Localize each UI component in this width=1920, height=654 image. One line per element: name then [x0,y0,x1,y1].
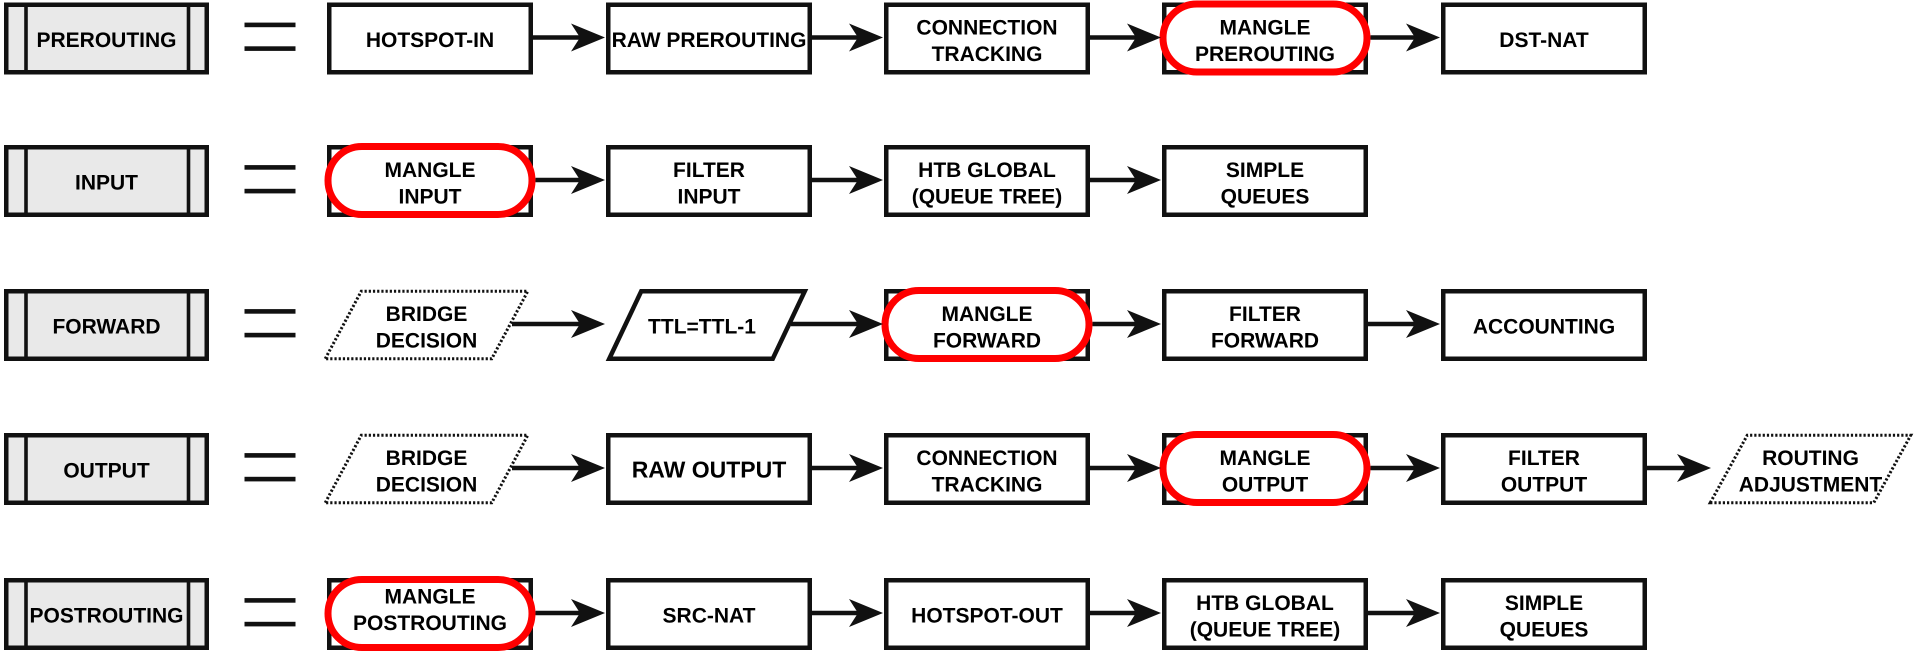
svg-text:FORWARD: FORWARD [1211,329,1319,352]
svg-text:INPUT: INPUT [399,185,462,208]
svg-text:SIMPLE: SIMPLE [1226,159,1304,182]
svg-text:DST-NAT: DST-NAT [1499,29,1589,52]
svg-text:FILTER: FILTER [673,159,745,182]
svg-text:SRC-NAT: SRC-NAT [663,605,756,628]
svg-text:OUTPUT: OUTPUT [1501,473,1588,496]
svg-text:MANGLE: MANGLE [942,303,1033,326]
svg-text:FILTER: FILTER [1508,447,1580,470]
svg-text:HTB GLOBAL: HTB GLOBAL [1196,592,1334,615]
svg-text:DECISION: DECISION [376,329,478,352]
svg-text:HOTSPOT-IN: HOTSPOT-IN [366,29,494,52]
svg-text:INPUT: INPUT [75,172,138,195]
svg-text:FORWARD: FORWARD [52,316,160,339]
svg-text:MANGLE: MANGLE [385,586,476,609]
svg-text:RAW PREROUTING: RAW PREROUTING [612,29,807,52]
svg-text:FILTER: FILTER [1229,303,1301,326]
svg-text:HTB GLOBAL: HTB GLOBAL [918,159,1056,182]
svg-text:BRIDGE: BRIDGE [386,447,468,470]
svg-text:POSTROUTING: POSTROUTING [29,605,183,628]
svg-text:BRIDGE: BRIDGE [386,303,468,326]
svg-text:OUTPUT: OUTPUT [63,460,150,483]
svg-text:CONNECTION: CONNECTION [916,17,1057,40]
svg-text:ROUTING: ROUTING [1762,447,1859,470]
svg-text:DECISION: DECISION [376,473,478,496]
svg-text:QUEUES: QUEUES [1500,618,1589,641]
svg-text:HOTSPOT-OUT: HOTSPOT-OUT [911,605,1063,628]
svg-text:RAW OUTPUT: RAW OUTPUT [632,457,787,483]
svg-text:MANGLE: MANGLE [385,159,476,182]
svg-text:(QUEUE TREE): (QUEUE TREE) [912,185,1063,208]
svg-text:CONNECTION: CONNECTION [916,447,1057,470]
svg-text:(QUEUE TREE): (QUEUE TREE) [1190,618,1341,641]
svg-text:MANGLE: MANGLE [1220,17,1311,40]
svg-text:TTL=TTL-1: TTL=TTL-1 [648,316,756,339]
svg-text:QUEUES: QUEUES [1221,185,1310,208]
svg-text:TRACKING: TRACKING [932,43,1043,66]
svg-text:MANGLE: MANGLE [1220,447,1311,470]
svg-text:INPUT: INPUT [678,185,741,208]
svg-text:PREROUTING: PREROUTING [1195,43,1335,66]
svg-text:FORWARD: FORWARD [933,329,1041,352]
svg-text:OUTPUT: OUTPUT [1222,473,1309,496]
svg-text:TRACKING: TRACKING [932,473,1043,496]
svg-text:ACCOUNTING: ACCOUNTING [1473,316,1615,339]
svg-text:ADJUSTMENT: ADJUSTMENT [1739,473,1883,496]
svg-text:SIMPLE: SIMPLE [1505,592,1583,615]
svg-text:POSTROUTING: POSTROUTING [353,612,507,635]
svg-text:PREROUTING: PREROUTING [36,29,176,52]
